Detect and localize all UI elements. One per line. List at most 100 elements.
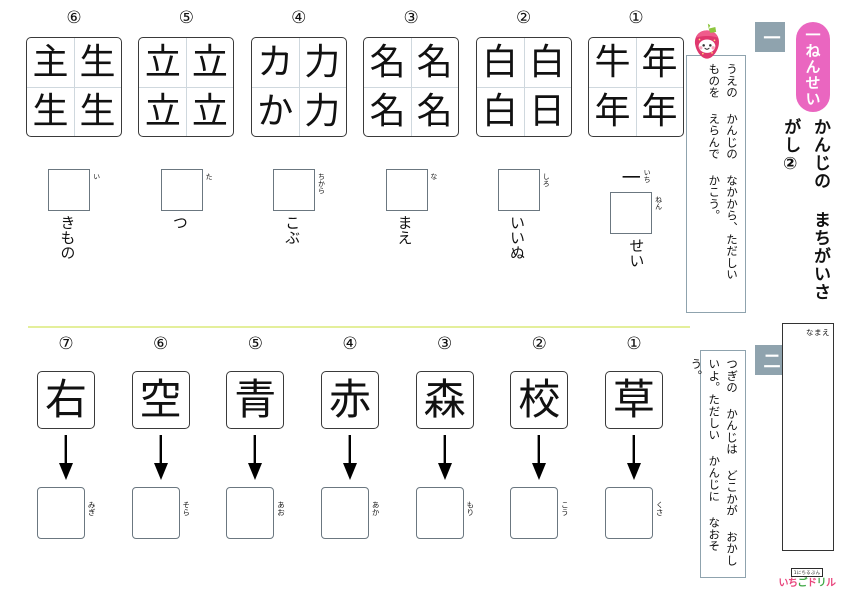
answer-furigana: ねん bbox=[654, 196, 663, 210]
correction-input-box[interactable] bbox=[36, 487, 85, 539]
item-marker: ② bbox=[515, 8, 532, 28]
answer-input-box[interactable] bbox=[385, 169, 428, 211]
answer-furigana: ちから bbox=[317, 173, 326, 194]
answer-input-box[interactable] bbox=[160, 169, 203, 211]
correction-input-box[interactable] bbox=[226, 487, 275, 539]
kanji-choice-cell[interactable]: 牛 bbox=[594, 41, 631, 83]
kanji-choice-cell[interactable]: 力 bbox=[304, 90, 341, 132]
kanji-choice-grid[interactable]: 主生生生 bbox=[26, 37, 122, 137]
kanji-choice-cell[interactable]: カ bbox=[257, 41, 294, 83]
kanji-choice-cell[interactable]: 立 bbox=[191, 41, 228, 83]
incorrect-kanji-box: 赤 bbox=[320, 371, 379, 429]
brand-char: リ bbox=[816, 578, 827, 589]
kanji-choice-cell[interactable]: 立 bbox=[144, 90, 181, 132]
kanji-choice-cell[interactable]: 立 bbox=[144, 41, 181, 83]
kanji-choice-grid[interactable]: 白白白日 bbox=[475, 37, 572, 137]
item-marker: ③ bbox=[437, 334, 453, 354]
item-marker: ⑦ bbox=[58, 334, 74, 354]
item-marker: ② bbox=[531, 334, 547, 354]
item-marker: ④ bbox=[342, 334, 358, 354]
kanji-choice-cell[interactable]: 名 bbox=[416, 41, 453, 83]
answer-group: ちからこぶ bbox=[273, 169, 326, 245]
instruction-section-1: うえの かんじの なかから、ただしい ものを えらんで かこう。 bbox=[686, 55, 746, 313]
answer-trailing-kana: まえ bbox=[395, 215, 414, 245]
item-marker: ⑤ bbox=[247, 334, 263, 354]
incorrect-kanji-box: 草 bbox=[604, 371, 663, 429]
correction-input-box[interactable] bbox=[510, 487, 559, 539]
section-1-marker: 一 bbox=[755, 22, 785, 52]
answer-trailing-kana: きもの bbox=[58, 215, 77, 260]
kanji-choice-grid[interactable]: 立立立立 bbox=[138, 37, 235, 137]
down-arrow-icon bbox=[247, 435, 263, 481]
correction-input-box[interactable] bbox=[320, 487, 369, 539]
kanji-choice-cell[interactable]: 名 bbox=[369, 90, 406, 132]
name-field-label: なまえ bbox=[806, 328, 830, 337]
answer-furigana: た bbox=[205, 173, 214, 180]
kanji-choice-cell[interactable]: 日 bbox=[529, 90, 566, 132]
kanji-choice-cell[interactable]: 白 bbox=[529, 41, 566, 83]
incorrect-kanji-box: 森 bbox=[415, 371, 474, 429]
answer-group: たつ bbox=[160, 169, 214, 230]
down-arrow-icon bbox=[153, 435, 169, 481]
student-name-field[interactable]: なまえ bbox=[782, 323, 834, 551]
kanji-choice-cell[interactable]: 白 bbox=[482, 90, 519, 132]
kanji-choice-cell[interactable]: 生 bbox=[32, 90, 69, 132]
correction-furigana: こう bbox=[560, 501, 570, 516]
answer-furigana: い bbox=[92, 173, 101, 180]
kanji-choice-cell[interactable]: 力 bbox=[304, 41, 341, 83]
kanji-choice-grid[interactable]: カ力か力 bbox=[250, 37, 347, 137]
down-arrow-icon bbox=[626, 435, 642, 481]
incorrect-kanji-box: 青 bbox=[226, 371, 285, 429]
answer-trailing-kana: つ bbox=[170, 215, 189, 230]
kanji-choice-cell[interactable]: か bbox=[257, 90, 294, 132]
answer-group: なまえ bbox=[385, 169, 438, 245]
answer-trailing-kana: こぶ bbox=[283, 215, 302, 245]
brand-char: ご bbox=[797, 578, 808, 589]
brand-char: ち bbox=[788, 578, 798, 589]
correction-furigana: あお bbox=[276, 501, 286, 516]
incorrect-kanji-box: 右 bbox=[37, 371, 95, 429]
kanji-choice-cell[interactable]: 名 bbox=[416, 90, 453, 132]
kanji-choice-cell[interactable]: 生 bbox=[79, 41, 116, 83]
answer-furigana: な bbox=[429, 173, 438, 180]
answer-input-box[interactable] bbox=[497, 169, 540, 211]
brand-tagline: 1にちるぶん bbox=[790, 568, 824, 577]
kanji-choice-cell[interactable]: 主 bbox=[32, 41, 69, 83]
correction-input-box[interactable] bbox=[604, 487, 653, 539]
down-arrow-icon bbox=[531, 435, 547, 481]
down-arrow-icon bbox=[58, 435, 74, 481]
section-2-item: ⑤ 青あお bbox=[213, 336, 297, 586]
down-arrow-icon bbox=[437, 435, 453, 481]
kanji-choice-cell[interactable]: 生 bbox=[79, 90, 116, 132]
answer-input-box[interactable] bbox=[273, 169, 316, 211]
incorrect-kanji-box: 空 bbox=[131, 371, 190, 429]
correction-furigana: くさ bbox=[655, 501, 665, 516]
answer-input-box[interactable] bbox=[48, 169, 91, 211]
correction-input-box[interactable] bbox=[415, 487, 464, 539]
brand-char: ル bbox=[826, 578, 836, 589]
answer-input-box[interactable] bbox=[610, 192, 653, 234]
kanji-choice-cell[interactable]: 名 bbox=[369, 41, 406, 83]
kanji-choice-cell[interactable]: 年 bbox=[641, 90, 678, 132]
kanji-choice-cell[interactable]: 年 bbox=[594, 90, 631, 132]
kanji-choice-cell[interactable]: 年 bbox=[641, 41, 678, 83]
brand-logo: 1にちるぶん いちごドリル bbox=[778, 559, 836, 590]
kanji-choice-grid[interactable]: 牛年年年 bbox=[587, 37, 684, 137]
kanji-choice-cell[interactable]: 立 bbox=[191, 90, 228, 132]
answer-group: 一いちねんせい bbox=[610, 169, 663, 268]
correction-input-box[interactable] bbox=[131, 487, 180, 539]
kanji-choice-cell[interactable]: 白 bbox=[482, 41, 519, 83]
correction-furigana: みぎ bbox=[87, 501, 97, 516]
kanji-choice-grid[interactable]: 名名名名 bbox=[363, 37, 460, 137]
section-divider bbox=[28, 326, 690, 329]
grade-badge: 一ねんせい bbox=[796, 22, 830, 112]
